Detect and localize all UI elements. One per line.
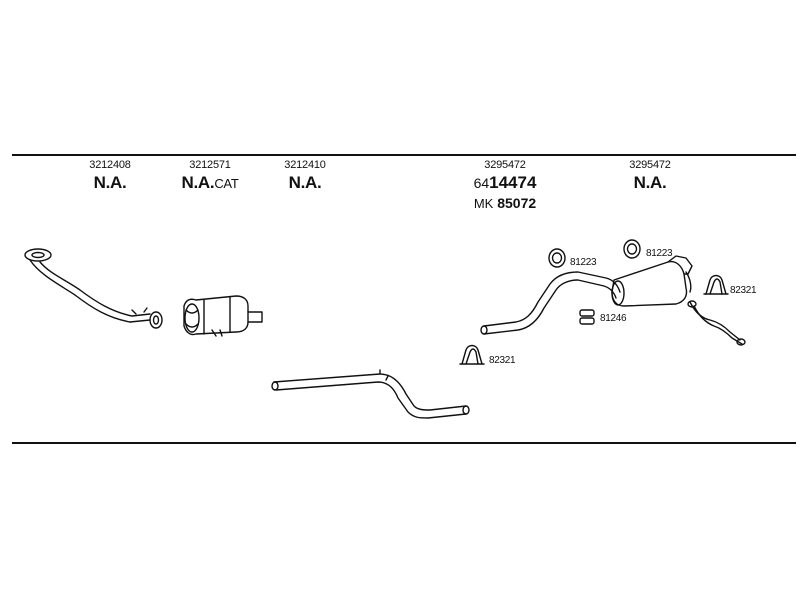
part-number: 3295472 (629, 159, 671, 171)
bracket-part-number: 81246 (600, 313, 627, 324)
center-pipe-drawing (271, 369, 470, 419)
front-pipe-drawing (24, 248, 163, 329)
mounting-kit-code: MK 85072 (473, 195, 537, 211)
clamp-1-drawing (459, 344, 485, 365)
availability-label: N.A. (288, 173, 322, 192)
availability-label: N.A. (633, 173, 667, 192)
part-number: 3212410 (284, 159, 326, 171)
clamp-2-part-number: 82321 (730, 285, 757, 296)
sealing-ring-2-drawing (623, 239, 641, 259)
catalyst-suffix: CAT (214, 176, 239, 191)
part-header-center-pipe: 3212410 N.A. (275, 159, 335, 192)
bottom-divider-line (12, 442, 796, 444)
part-number: 3212408 (89, 159, 131, 171)
bracket-drawing (579, 309, 595, 325)
top-divider-line (12, 154, 796, 156)
tail-pipe-drawing (687, 300, 746, 346)
part-header-rear-muffler: 3295472 N.A. (620, 159, 680, 192)
availability-label: N.A. (93, 173, 127, 192)
rear-muffler-drawing (611, 255, 693, 307)
part-header-rear-pipe: 3295472 6414474 MK 85072 (465, 159, 545, 211)
ring-1-part-number: 81223 (570, 257, 597, 268)
ring-2-part-number: 81223 (646, 248, 673, 259)
part-header-front-pipe: 3212408 N.A. (80, 159, 140, 192)
clamp-1-part-number: 82321 (489, 355, 516, 366)
availability-label: N.A.CAT (181, 173, 239, 192)
sealing-ring-1-drawing (548, 248, 566, 268)
catalytic-converter-drawing (183, 295, 263, 337)
part-number: 3212571 (189, 159, 231, 171)
part-number: 3295472 (484, 159, 526, 171)
rear-pipe-drawing (480, 271, 621, 335)
supplier-code: 6414474 (473, 173, 537, 192)
clamp-2-drawing (703, 274, 729, 295)
part-header-catalytic-converter: 3212571 N.A.CAT (175, 159, 245, 192)
